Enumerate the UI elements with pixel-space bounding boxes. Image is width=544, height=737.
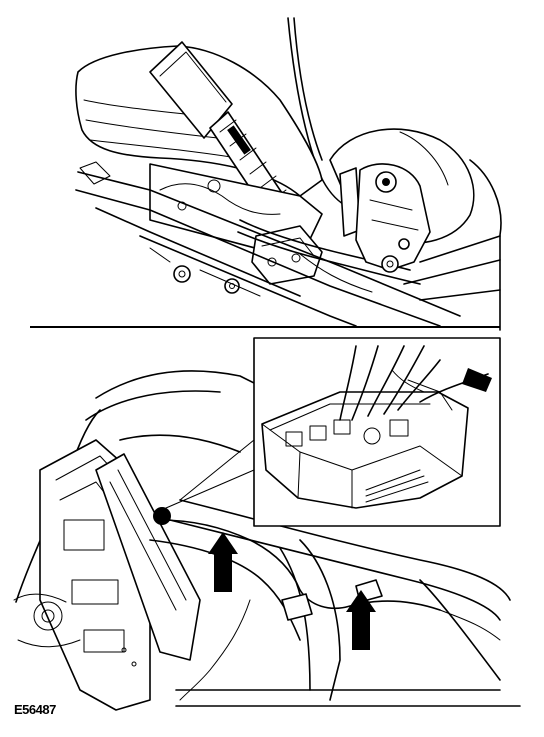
arrow-indicator-right xyxy=(346,590,376,650)
wiring-harness xyxy=(159,519,441,611)
seat-connector xyxy=(251,225,323,285)
bottom-view-under-seat xyxy=(13,370,521,711)
harness-connector xyxy=(281,593,313,621)
detail-inset-connector xyxy=(253,337,501,527)
figure-reference-code: E56487 xyxy=(14,702,56,717)
arrow-indicator-left xyxy=(208,532,238,592)
top-view-seat-buckle xyxy=(75,17,502,331)
